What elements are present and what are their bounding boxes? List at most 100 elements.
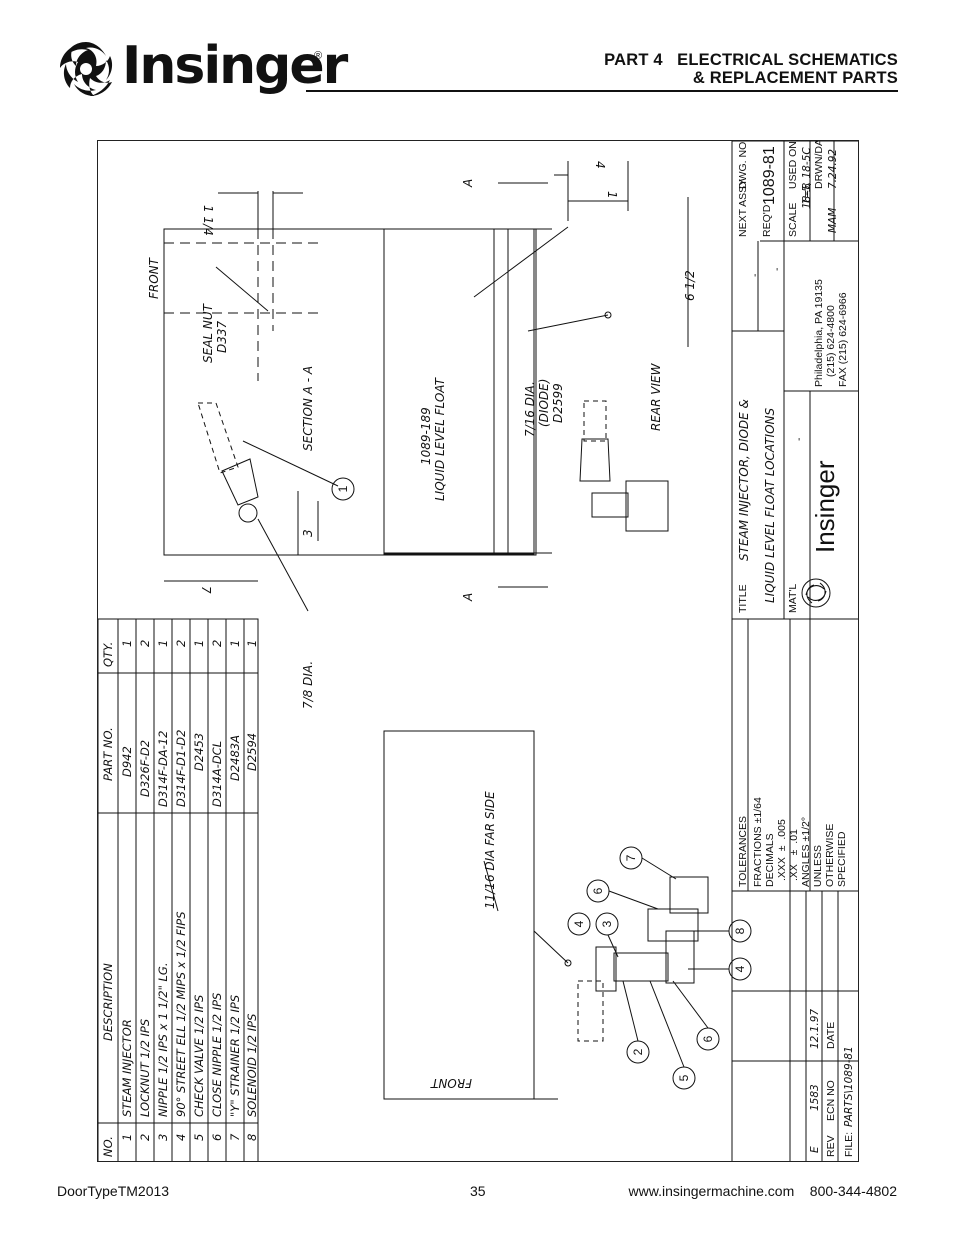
tolerance-unless: UNLESS — [812, 845, 824, 887]
label-dim-3: 3 — [301, 529, 315, 537]
title-block-logo-icon — [801, 578, 831, 608]
label-diode-part: D2599 — [551, 383, 565, 423]
row-2-no: 2 — [138, 1134, 152, 1141]
ecn-label: ECN NO — [825, 1080, 837, 1121]
row-8-desc: SOLENOID 1/2 IPS — [245, 1014, 259, 1117]
tolerance-xxx: .XXX ± .005 — [776, 819, 788, 881]
label-seven-eighths: 7/8 DIA. — [301, 661, 315, 709]
section-view-tank — [163, 228, 537, 556]
next-assy-label: NEXT ASSY — [737, 179, 749, 237]
row-1-desc: STEAM INJECTOR — [120, 1019, 134, 1117]
row-7-qty: 1 — [228, 640, 242, 647]
front-view-tank — [383, 730, 535, 1100]
parts-table-frame — [98, 618, 259, 1161]
tolerance-decimals: DECIMALS — [764, 833, 776, 887]
balloon-2-label: 2 — [631, 1048, 645, 1055]
label-seal-nut-part: D337 — [215, 320, 229, 353]
check-valve — [613, 952, 669, 982]
row-7-desc: "Y" STRAINER 1/2 IPS — [228, 995, 242, 1117]
label-dim-6-1-2: 6 1/2 — [683, 270, 697, 301]
label-float-part: 1089-189 — [419, 407, 433, 465]
balloon-6b-label: 6 — [701, 1035, 715, 1042]
balloon-3-label: 3 — [600, 920, 614, 927]
row-3-desc: NIPPLE 1/2 IPS x 1 1/2" LG. — [156, 963, 170, 1118]
diode-fitting — [579, 438, 611, 482]
file-value: PARTS\1089-81 — [843, 1046, 855, 1127]
label-section-aa: SECTION A - A — [301, 366, 315, 451]
title-block-frame — [731, 141, 858, 1161]
y-strainer — [669, 876, 709, 914]
row-6-qty: 2 — [210, 640, 224, 647]
balloon-4a-label: 4 — [572, 920, 586, 927]
part-title-line-2: & REPLACEMENT PARTS — [692, 69, 898, 87]
balloon-3 — [595, 912, 619, 936]
label-section-marker-top: A — [461, 179, 475, 188]
balloon-1-label: 1 — [336, 485, 350, 492]
label-far-side: 11/16 DIA FAR SIDE — [483, 791, 497, 909]
drawn-by: MAM — [827, 208, 839, 233]
tolerance-specified: SPECIFIED — [836, 831, 848, 887]
label-dim-4: 4 — [593, 161, 607, 169]
label-dim-1: 1 — [605, 191, 619, 199]
label-dim-1-1-4: 1 1/4 — [201, 205, 215, 236]
title-label: TITLE — [737, 584, 749, 613]
label-front-top: FRONT — [147, 256, 161, 299]
parts-header-qty: QTY. — [101, 642, 115, 667]
footer-doc-id: DoorTypeTM2013 — [57, 1183, 170, 1199]
part-title-line-1: PART 4 ELECTRICAL SCHEMATICS — [604, 51, 898, 69]
row-6-no: 6 — [210, 1134, 224, 1141]
date-value: 12.1.97 — [809, 1009, 821, 1049]
balloon-5-label: 5 — [677, 1074, 691, 1081]
registered-mark: ® — [314, 50, 323, 62]
row-3-qty: 1 — [156, 640, 170, 647]
label-float: LIQUID LEVEL FLOAT — [433, 376, 447, 501]
rev-label: REV — [825, 1135, 837, 1157]
title-line-2: LIQUID LEVEL FLOAT LOCATIONS — [763, 407, 777, 603]
scale-label: SCALE — [787, 203, 799, 237]
row-8-no: 8 — [245, 1134, 259, 1141]
engineering-drawing: NO. DESCRIPTION PART NO. QTY. 1 STEAM IN… — [97, 140, 859, 1162]
scale-value: 1=8 — [801, 183, 813, 205]
parts-header-part-no: PART NO. — [101, 727, 115, 781]
used-on-label: USED ON — [787, 141, 799, 189]
row-4-qty: 2 — [174, 640, 188, 647]
street-ell — [665, 930, 695, 984]
page-footer: DoorTypeTM2013 35 www.insingermachine.co… — [0, 1180, 954, 1204]
company-fax: FAX (215) 624-6966 — [837, 292, 849, 387]
insinger-logo-icon — [60, 42, 113, 96]
file-label: FILE: — [843, 1132, 855, 1157]
row-8-part: D2594 — [245, 733, 259, 771]
row-3-part: D314F-DA-12 — [156, 731, 170, 807]
reqd-label: REQ'D — [761, 204, 773, 237]
rev-value: E — [809, 1146, 821, 1153]
next-assy-value: - — [749, 273, 761, 277]
injector-nozzle — [238, 503, 258, 523]
row-1-qty: 1 — [120, 640, 134, 647]
matl-label: MAT'L — [787, 584, 799, 613]
dwg-no-value: 1089-81 — [761, 146, 778, 205]
used-on-value: 18-5, 18-5C — [801, 147, 813, 209]
label-rear-view: REAR VIEW — [649, 362, 663, 431]
row-6-desc: CLOSE NIPPLE 1/2 IPS — [210, 993, 224, 1117]
balloon-4a — [567, 912, 591, 936]
brand-name: Insinger — [122, 36, 348, 96]
part-title: PART 4 ELECTRICAL SCHEMATICS & REPLACEME… — [604, 51, 898, 87]
company-address: Philadelphia, PA 19135 — [813, 279, 825, 387]
tolerance-angles: ANGLES ±1/2° — [800, 817, 812, 887]
row-4-no: 4 — [174, 1134, 188, 1141]
float-valve — [625, 480, 669, 532]
label-dim-7: 7 — [199, 586, 213, 594]
drawn-date: 7.24.92 — [827, 149, 839, 189]
tolerance-xx: .XX ± .01 — [788, 829, 800, 881]
label-seal-nut: SEAL NUT — [201, 302, 215, 363]
row-7-no: 7 — [228, 1133, 242, 1141]
row-6-part: D314A-DCL — [210, 741, 224, 807]
balloon-4b-label: 4 — [733, 965, 747, 972]
matl-value: - — [793, 437, 805, 441]
reqd-value: - — [771, 267, 783, 271]
row-2-part: D326F-D2 — [138, 740, 152, 797]
label-diode: (DIODE) — [537, 379, 551, 427]
footer-contact: www.insingermachine.com 800-344-4802 — [628, 1183, 897, 1199]
tolerance-otherwise: OTHERWISE — [824, 824, 836, 887]
row-4-desc: 90° STREET ELL 1/2 MIPS x 1/2 FIPS — [174, 911, 188, 1117]
